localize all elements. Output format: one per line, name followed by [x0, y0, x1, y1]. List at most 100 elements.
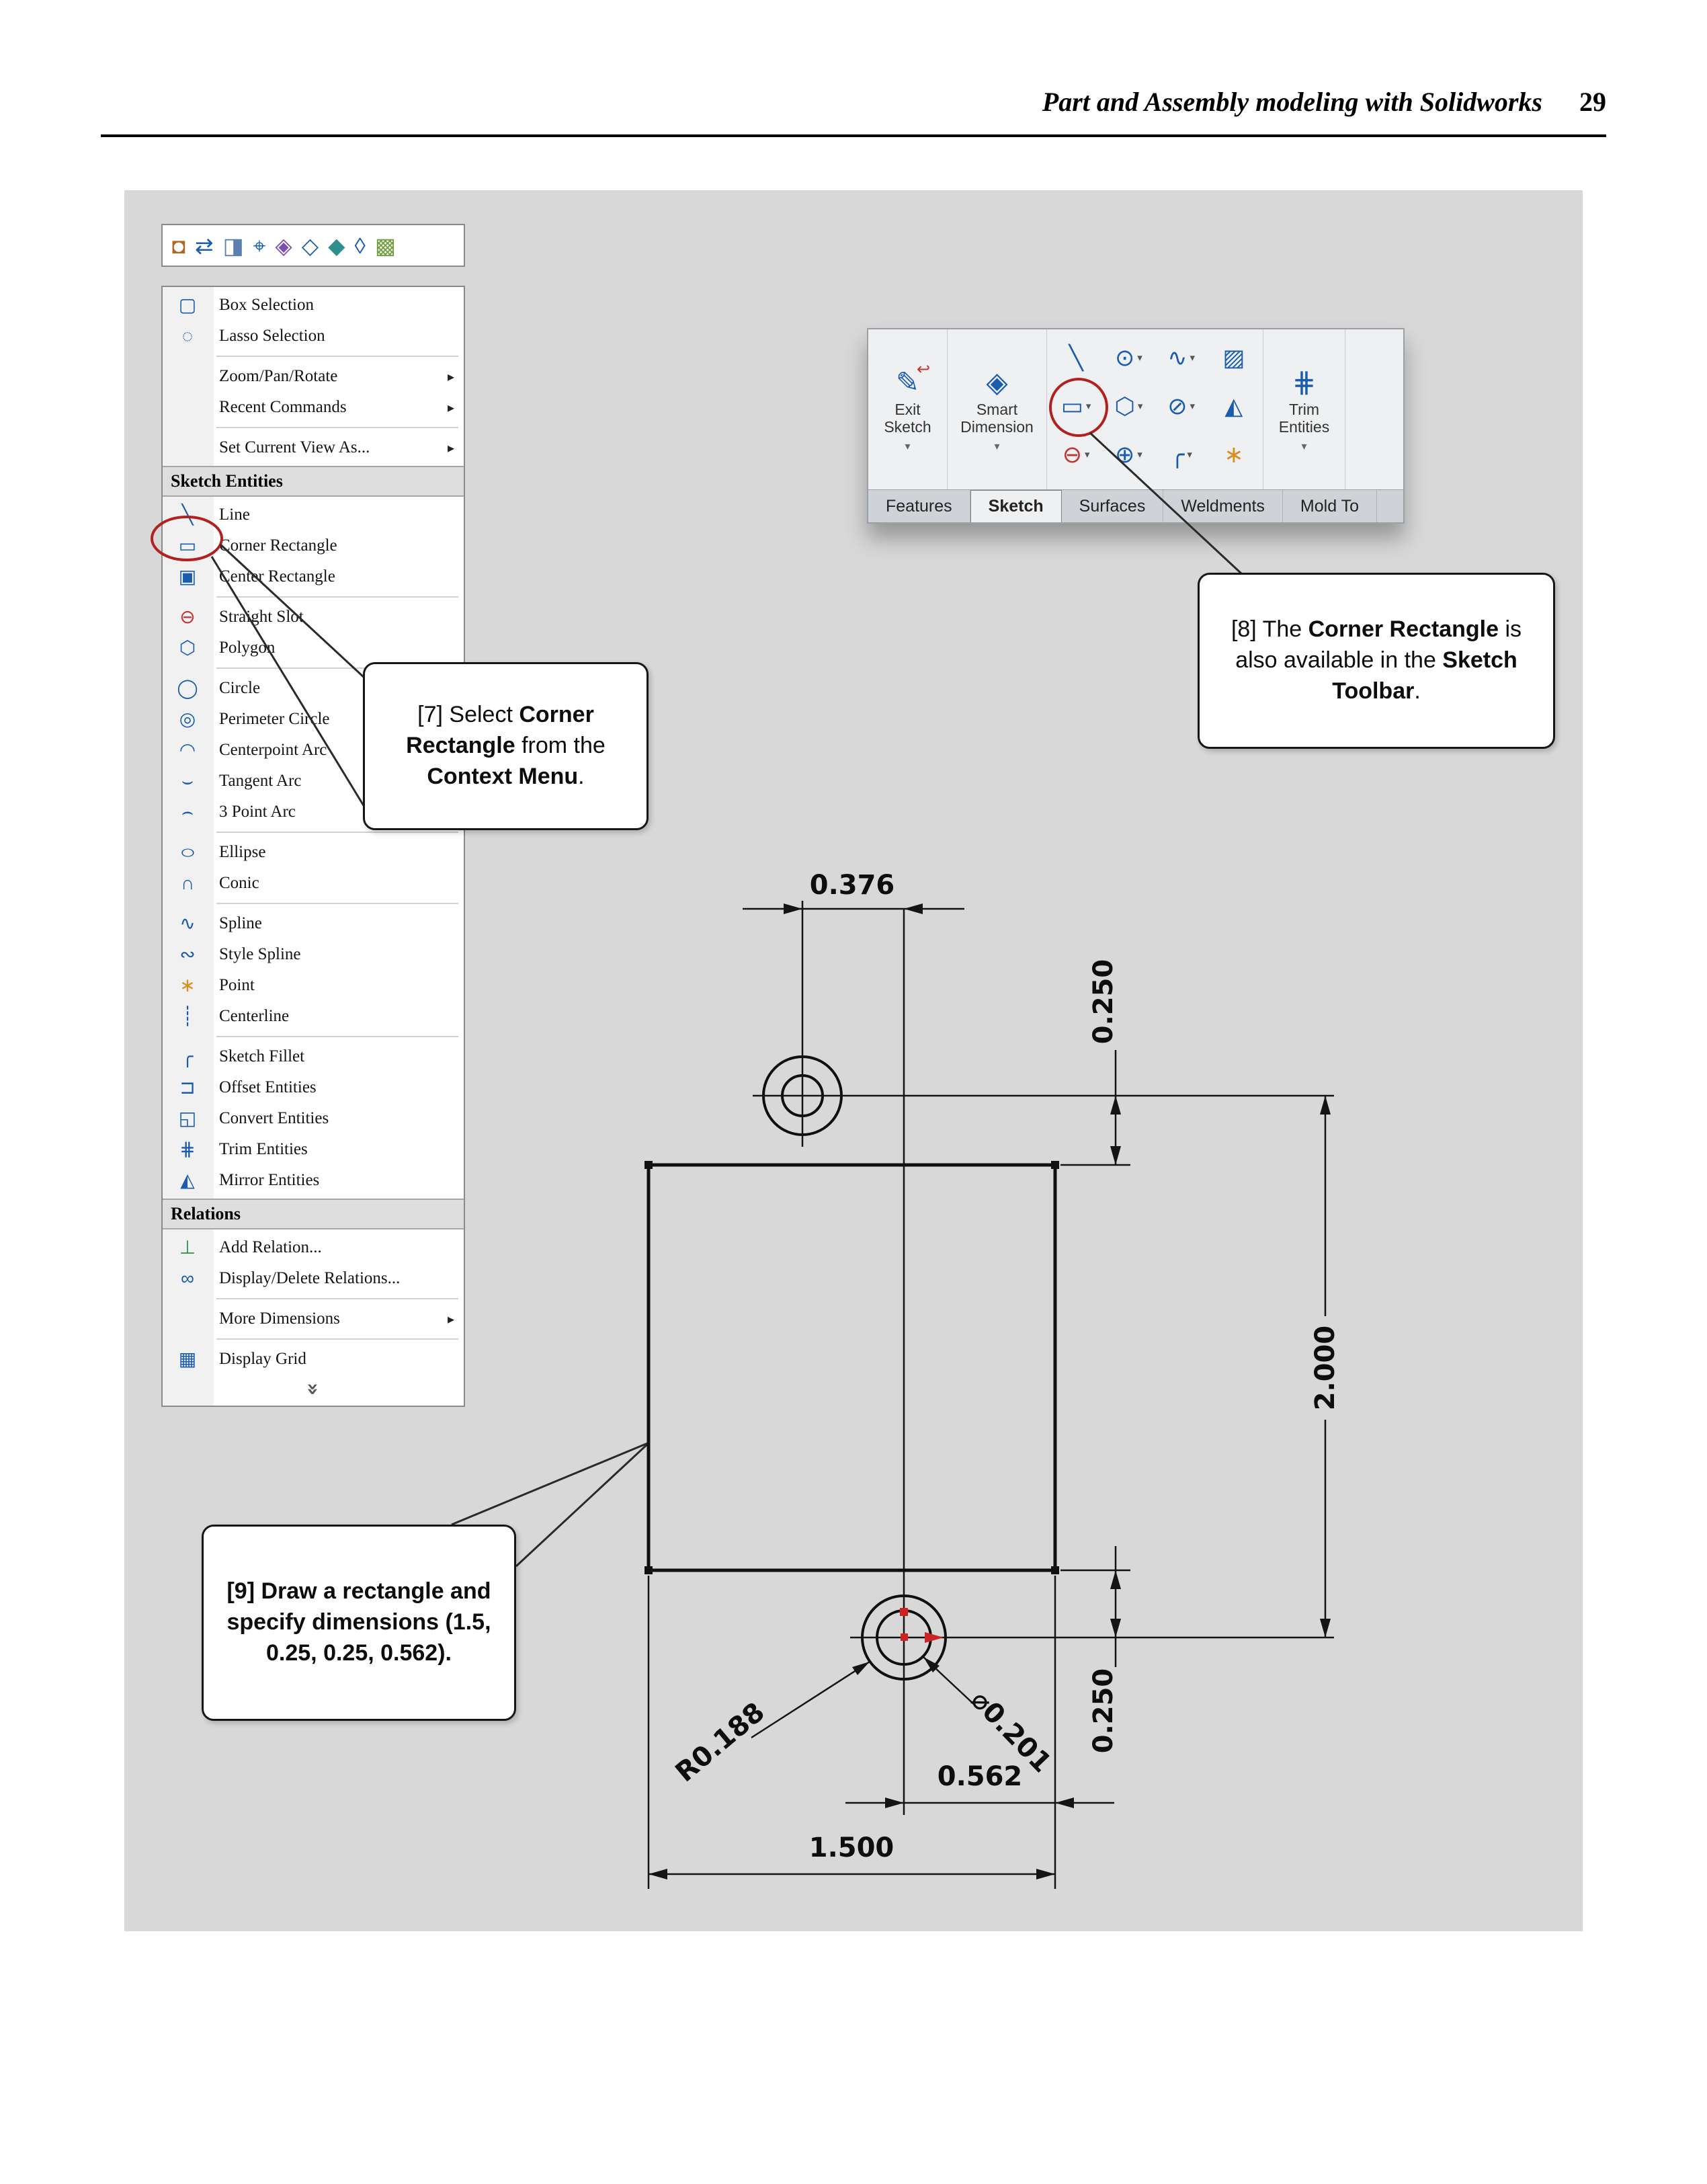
spline-icon: ∿: [179, 913, 196, 934]
tab-weldments[interactable]: Weldments: [1163, 490, 1283, 522]
menu-item-style-spline[interactable]: ∾Style Spline: [163, 939, 464, 970]
spline-tool-button[interactable]: ∿▾: [1167, 346, 1195, 370]
chevron-down-icon: ▾: [1137, 352, 1142, 364]
add-relation-icon: ⊥: [179, 1237, 196, 1258]
sketch-fillet-icon: ╭: [181, 1046, 194, 1067]
context-mini-toolbar: ◘ ⇄ ◨ ⌖ ◈ ◇ ◆ ◊ ▩: [161, 224, 465, 267]
straight-slot-icon: ⊖: [179, 606, 196, 627]
circle-tool-button[interactable]: ⊙▾: [1115, 346, 1142, 370]
arc-tool-button[interactable]: ⊕▾: [1115, 443, 1142, 467]
corner-rectangle-tool-button[interactable]: ▭▾: [1061, 395, 1091, 418]
sketch-icon[interactable]: ◇: [301, 233, 319, 258]
menu-item-conic[interactable]: ∩Conic: [163, 868, 464, 899]
menu-item-polygon[interactable]: ⬡Polygon: [163, 633, 464, 663]
mirror-entities-icon: ◭: [180, 1170, 195, 1190]
selection-view-icon[interactable]: ◨: [222, 233, 244, 258]
menu-item-display-delete-relations[interactable]: ∞Display/Delete Relations...: [163, 1263, 464, 1294]
fillet-tool-button[interactable]: ╭▾: [1170, 443, 1192, 467]
page-number: 29: [1579, 87, 1606, 117]
point-icon: ∗: [1224, 441, 1244, 468]
collapse-chevron-icon: »: [301, 1382, 325, 1396]
line-icon: ╲: [1069, 344, 1083, 371]
menu-item-box-selection[interactable]: ▢Box Selection: [163, 290, 464, 321]
submenu-arrow-icon: ▸: [447, 1311, 454, 1327]
chevron-down-icon: ▾: [1301, 441, 1307, 453]
style-spline-icon: ∾: [179, 944, 196, 965]
centerline-icon: ┊: [181, 1006, 194, 1026]
three-point-arc-icon: ⌢: [181, 801, 194, 822]
chevron-down-icon: ▾: [905, 441, 911, 453]
corner-rectangle-icon: ▭: [1060, 393, 1083, 419]
menu-item-trim-entities[interactable]: ⋕Trim Entities: [163, 1134, 464, 1165]
menu-item-mirror-entities[interactable]: ◭Mirror Entities: [163, 1165, 464, 1196]
box-selection-icon: ▢: [178, 294, 197, 315]
centerpoint-arc-icon: ◠: [179, 739, 196, 760]
menu-item-ellipse[interactable]: ○Ellipse: [179, 842, 266, 862]
menu-item-lasso-selection[interactable]: ◌Lasso Selection: [163, 321, 464, 352]
submenu-arrow-icon: ▸: [447, 369, 454, 385]
line-tool-button[interactable]: ╲: [1069, 346, 1083, 370]
tab-surfaces[interactable]: Surfaces: [1062, 490, 1164, 522]
display-delete-relations-icon: ∞: [181, 1268, 194, 1289]
appearance-icon[interactable]: ◊: [354, 233, 366, 258]
menu-item-point[interactable]: ∗Point: [163, 970, 464, 1001]
menu-separator: [216, 427, 458, 428]
filter-icon[interactable]: ◈: [275, 233, 292, 258]
swap-selection-icon[interactable]: ⇄: [194, 233, 214, 258]
measure-icon[interactable]: ◆: [328, 233, 345, 258]
submenu-arrow-icon: ▸: [447, 400, 454, 415]
lasso-selection-icon: ◌: [181, 325, 194, 346]
context-menu: ▢Box Selection ◌Lasso Selection Zoom/Pan…: [161, 286, 465, 1407]
menu-item-spline[interactable]: ∿Spline: [163, 908, 464, 939]
menu-item-convert-entities[interactable]: ◱Convert Entities: [163, 1103, 464, 1134]
ellipse-icon: ⊘: [1167, 393, 1188, 419]
tangent-arc-icon: ⌣: [181, 770, 194, 791]
menu-section-relations: Relations: [163, 1199, 464, 1229]
zoom-icon[interactable]: ⌖: [253, 233, 266, 258]
mirror-tool-button[interactable]: ◭: [1224, 395, 1243, 418]
chevron-down-icon: ▾: [994, 441, 1000, 453]
arc-icon: ⊕: [1114, 441, 1135, 468]
point-tool-button[interactable]: ∗: [1224, 443, 1243, 467]
pattern-tool-button[interactable]: ▨: [1222, 346, 1245, 370]
menu-separator: [216, 903, 458, 904]
ellipse-tool-button[interactable]: ⊘▾: [1167, 395, 1195, 418]
menu-item-center-rectangle[interactable]: ▣Center Rectangle: [163, 561, 464, 592]
slot-icon: ⊖: [1062, 441, 1083, 468]
display-grid-icon: ▦: [178, 1348, 197, 1369]
menu-item-straight-slot[interactable]: ⊖Straight Slot: [163, 602, 464, 633]
menu-item-add-relation[interactable]: ⊥Add Relation...: [163, 1232, 464, 1263]
menu-item-line[interactable]: ╲Line: [163, 499, 464, 530]
menu-item-offset-entities[interactable]: ⊐Offset Entities: [163, 1072, 464, 1103]
menu-item-display-grid[interactable]: ▦Display Grid: [163, 1344, 464, 1375]
tab-mold-tools[interactable]: Mold To: [1283, 490, 1378, 522]
smart-dimension-icon: ◈: [986, 366, 1008, 398]
tab-sketch[interactable]: Sketch: [970, 490, 1062, 522]
scene-icon[interactable]: ▩: [374, 233, 397, 258]
polygon-tool-button[interactable]: ⬡▾: [1114, 395, 1142, 418]
tab-features[interactable]: Features: [868, 490, 970, 522]
menu-item-zoom-pan-rotate[interactable]: Zoom/Pan/Rotate▸: [219, 367, 454, 385]
circle-icon: ⊙: [1114, 344, 1135, 371]
menu-item-set-current-view-as[interactable]: Set Current View As...▸: [219, 438, 454, 456]
callout-9: [9] Draw a rectangle and specify dimensi…: [202, 1525, 516, 1721]
menu-item-recent-commands[interactable]: Recent Commands▸: [219, 398, 454, 416]
menu-item-corner-rectangle[interactable]: ▭Corner Rectangle: [163, 530, 464, 561]
command-manager-tabs: Features Sketch Surfaces Weldments Mold …: [868, 489, 1403, 522]
slot-tool-button[interactable]: ⊖▾: [1063, 443, 1090, 467]
menu-collapse-button[interactable]: »: [163, 1375, 464, 1403]
menu-item-sketch-fillet[interactable]: ╭Sketch Fillet: [163, 1041, 464, 1072]
menu-item-more-dimensions[interactable]: More Dimensions▸: [219, 1309, 454, 1328]
select-icon[interactable]: ◘: [172, 233, 185, 258]
menu-separator: [216, 356, 458, 357]
chevron-down-icon: ▾: [1085, 400, 1091, 412]
menu-item-centerline[interactable]: ┊Centerline: [163, 1001, 464, 1032]
menu-separator: [216, 1036, 458, 1037]
chevron-down-icon: ▾: [1190, 400, 1196, 412]
convert-entities-icon: ◱: [178, 1108, 197, 1129]
